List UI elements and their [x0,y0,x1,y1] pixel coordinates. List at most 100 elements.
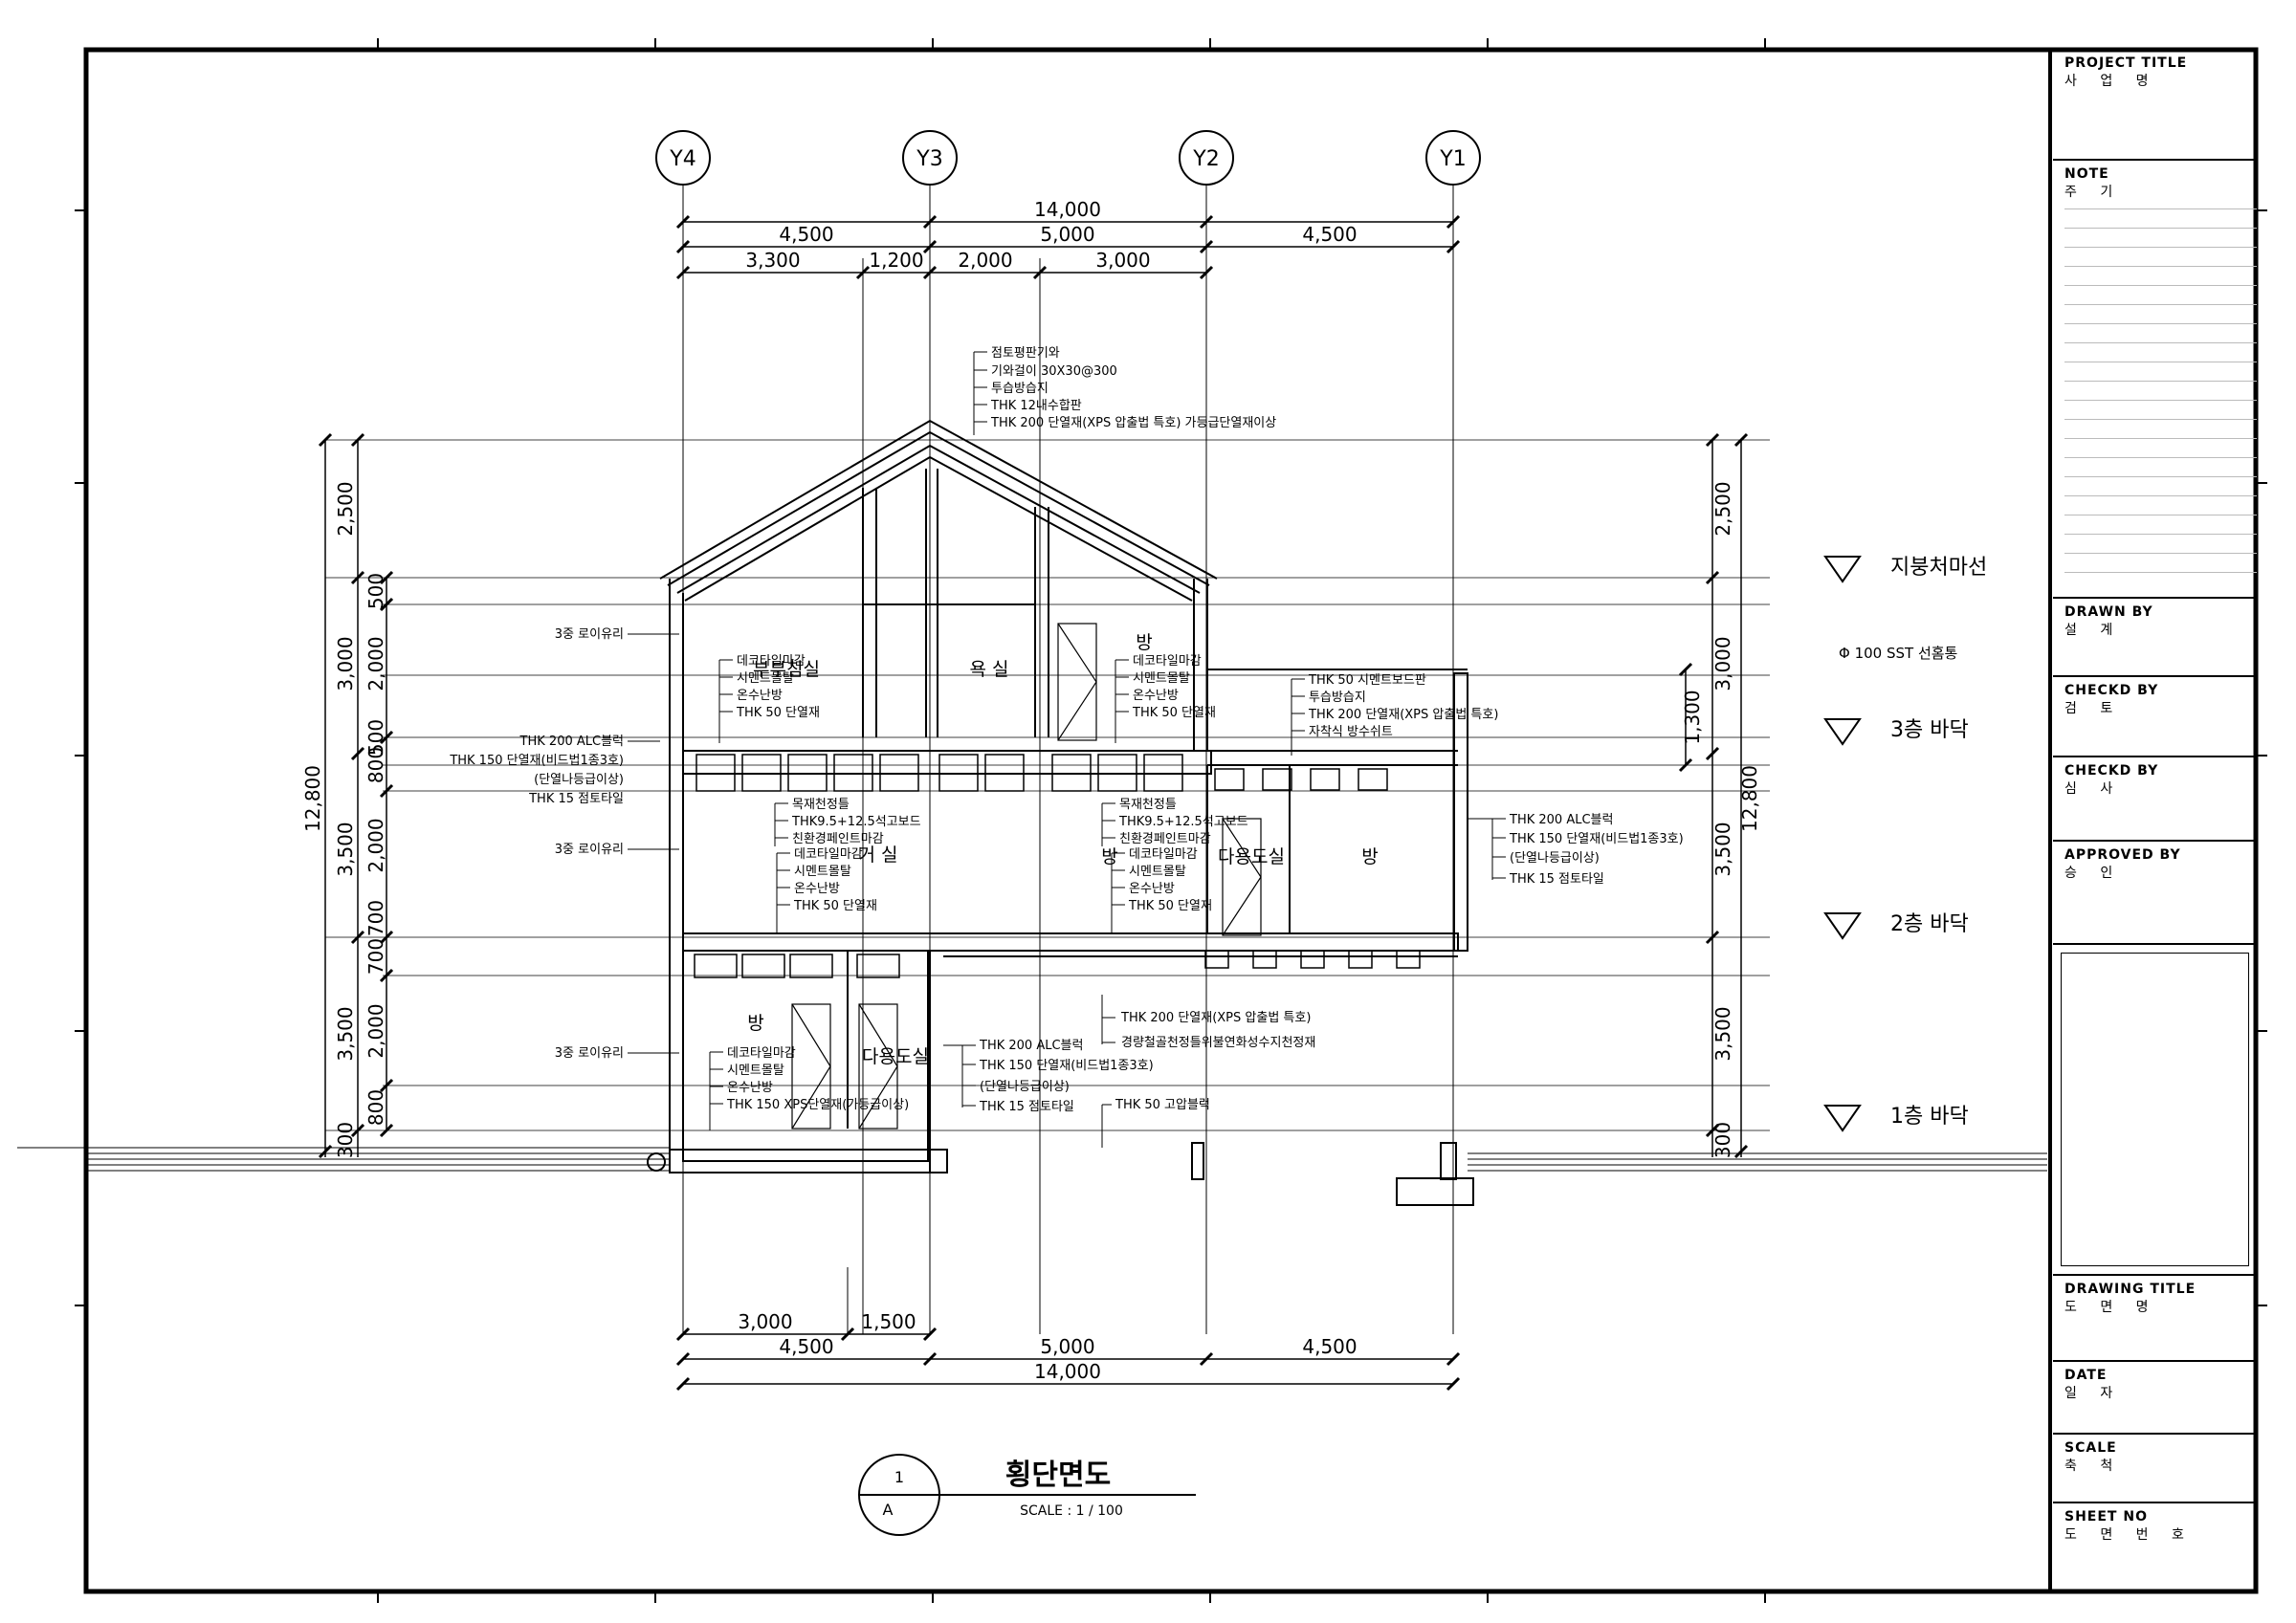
date-label: DATE [2064,1368,2108,1383]
ceiling2-note-right: THK9.5+12.5석고보드 [1118,815,1248,829]
floor3-note-right: 시멘트몰탈 [1133,671,1190,686]
dim-bottom-sub: 3,000 [738,1310,792,1333]
dim-left-inner: 2,000 [364,818,387,872]
dim-top-total: 14,000 [1034,198,1101,221]
wall-note-left: 3중 로이유리 [555,1046,624,1061]
roof-note: 기와걸이 30X30@300 [991,364,1117,379]
grid-labels: Y4 Y3 Y2 Y1 [669,147,1466,171]
roof-note: 점토평판기와 [991,346,1060,361]
wall-note-right: THK 150 단열재(비드법1종3호) [1509,832,1684,846]
dim-right-inner: 1,300 [1681,690,1704,744]
drawing-title-label: DRAWING TITLE [2064,1282,2197,1297]
floor3-note-left: 온수난방 [737,689,783,703]
dim-left-inner: 700 [364,938,387,975]
dim-top-span: 4,500 [1302,223,1357,246]
leader-lines [628,351,1506,1148]
date-label-ko: 일 자 [2064,1386,2123,1401]
pilotis-note: 경량철골천정틀위불연화성수지천정재 [1121,1036,1315,1050]
floor1-note: 온수난방 [727,1081,773,1095]
checked-by-label-ko: 검 토 [2064,701,2123,716]
floor3-note-right: 데코타일마감 [1133,654,1202,669]
dim-left-segment: 3,500 [334,822,357,876]
room-label: 다용도실 [1218,846,1285,867]
scale-section: SCALE 축 척 [2053,1433,2257,1502]
right-dimension-text: 12,800 2,500 3,000 3,500 3,500 300 1,300 [1681,481,1761,1158]
room-label: 방 [1136,632,1152,653]
dim-left-inner: 2,000 [364,1003,387,1058]
wall1-note: THK 15 점토타일 [979,1100,1074,1114]
floor1-note: 데코타일마감 [727,1046,796,1061]
ceiling2-note-left: THK9.5+12.5석고보드 [791,815,921,829]
building-section [647,419,1474,1206]
dim-bottom-span: 4,500 [1302,1335,1357,1358]
drawn-by-label-ko: 설 계 [2064,623,2123,638]
drawing-scale: SCALE : 1 / 100 [1020,1503,1123,1519]
drawing-title-block: 1 A 횡단면도 SCALE : 1 / 100 [883,1459,1123,1519]
dimension-lines [324,221,1742,1385]
dim-top-sub: 3,000 [1095,249,1150,272]
reviewed-by-label: CHECKD BY [2064,763,2159,779]
grid-bubbles [655,130,1481,186]
wall-note-right: (단열나등급이상) [1510,851,1600,866]
floor2-note-left: 시멘트몰탈 [794,865,851,879]
drawn-by-section: DRAWN BY 설 계 [2053,597,2257,675]
approved-by-label-ko: 승 인 [2064,866,2123,881]
room-label: 방 [747,1013,763,1034]
scale-label-ko: 축 척 [2064,1459,2123,1474]
grid-label-y2: Y2 [1192,147,1219,171]
floor2-note-left: 온수난방 [794,882,840,896]
joists [694,754,1421,978]
ceiling2-note-right: 목재천정틀 [1119,798,1177,812]
level-label-eaves: 지붕처마선 [1890,556,1987,580]
callout-sheet: A [883,1501,894,1519]
reviewed-by-label-ko: 심 사 [2064,781,2123,797]
dim-right-segment: 3,500 [1711,1006,1734,1061]
dim-right-segment: 3,000 [1711,636,1734,691]
wall-note-left: THK 200 ALC블럭 [519,735,624,749]
wall1-note: (단열나등급이상) [980,1080,1070,1094]
ceiling2-note-left: 친환경페인트마감 [792,832,884,846]
left-dimension-text: 12,800 2,500 3,000 3,500 3,500 300 500 2… [301,481,387,1158]
wall-note-left: 3중 로이유리 [555,843,624,857]
drawing-title-label-ko: 도 면 명 [2064,1300,2158,1315]
dim-bottom-span: 4,500 [779,1335,833,1358]
dim-right-segment: 2,500 [1711,481,1734,536]
dim-left-inner: 2,000 [364,636,387,691]
dim-bottom-span: 5,000 [1040,1335,1094,1358]
wall-note-right: THK 200 ALC블럭 [1509,813,1613,827]
wall-note-left: (단열나등급이상) [534,773,624,787]
drawing-title-section: DRAWING TITLE 도 면 명 [2053,1274,2257,1360]
logo-box [2061,953,2249,1266]
dim-top-sub: 3,300 [745,249,800,272]
terrace-note: THK 50 시멘트보드판 [1308,673,1426,688]
room-label: 다용도실 [862,1046,929,1067]
pipe-note: Φ 100 SST 선홈통 [1839,645,1957,662]
floor2-note-right: 데코타일마감 [1129,847,1198,862]
scale-label: SCALE [2064,1440,2117,1456]
grid-label-y1: Y1 [1439,147,1466,171]
dim-top-span: 4,500 [779,223,833,246]
room-label: 거 실 [859,844,898,866]
title-block: PROJECT TITLE 사 업 명 NOTE 주 기 DRAWN BY 설 … [2053,50,2257,1591]
project-title-label-ko: 사 업 명 [2064,74,2158,89]
room-label: 방 [1101,846,1117,867]
dim-left-segment: 3,000 [334,636,357,691]
dim-bottom-sub: 1,500 [861,1310,916,1333]
dim-right-total: 12,800 [1738,765,1761,832]
floor3-note-left: 시멘트몰탈 [737,671,794,686]
project-title-label: PROJECT TITLE [2064,55,2188,71]
floor3-note-right: THK 50 단열재 [1132,706,1216,720]
terrace-note: 자착식 방수쉬트 [1309,725,1393,739]
top-dimension-text: 14,000 4,500 5,000 4,500 3,300 1,200 2,0… [745,198,1357,272]
roof-note: THK 12내수합판 [990,399,1082,413]
checked-by-section: CHECKD BY 검 토 [2053,675,2257,756]
floor2-note-left: 데코타일마감 [794,847,863,862]
logo-section [2053,943,2257,1274]
sheet-no-label-ko: 도 면 번 호 [2064,1527,2194,1543]
note-label-ko: 주 기 [2064,185,2123,200]
dim-left-inner: 700 [364,900,387,936]
sheet-border [83,47,2259,1594]
dim-left-inner: 500 [364,719,387,756]
level-markers [1823,556,1862,1132]
